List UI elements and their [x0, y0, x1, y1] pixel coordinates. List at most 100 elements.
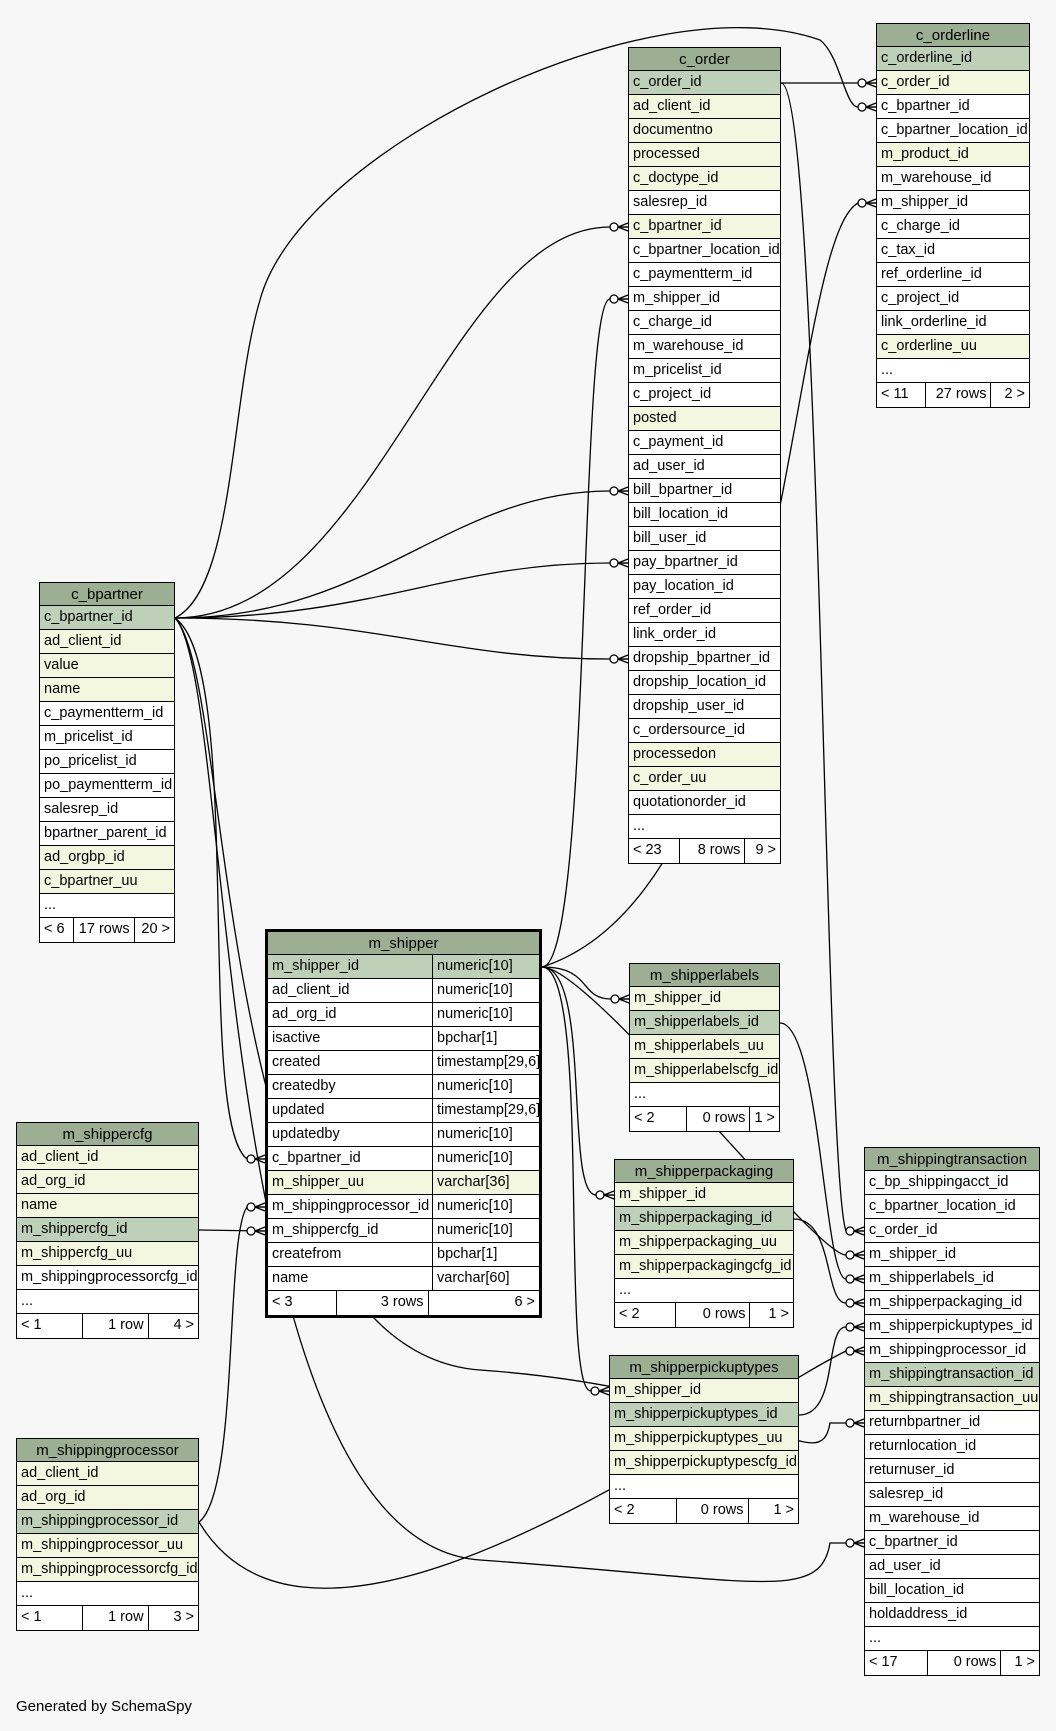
column-row[interactable]: c_orderline_uu	[877, 335, 1029, 359]
column-row[interactable]: returnlocation_id	[865, 1435, 1039, 1459]
column-row[interactable]: c_order_uu	[629, 767, 780, 791]
column-row[interactable]: c_project_id	[629, 383, 780, 407]
column-row[interactable]: m_shipperlabels_id	[865, 1267, 1039, 1291]
column-row[interactable]: m_shipperpackaging_id	[615, 1207, 793, 1231]
column-row[interactable]: c_order_id	[865, 1219, 1039, 1243]
column-row[interactable]: ad_client_id	[17, 1146, 198, 1170]
column-row[interactable]: ...	[630, 1083, 779, 1107]
column-row[interactable]: c_bpartner_id	[629, 215, 780, 239]
footer-children-link[interactable]: 2 >	[1004, 386, 1025, 402]
column-row[interactable]: m_shipperpackagingcfg_id	[615, 1255, 793, 1279]
column-row[interactable]: ...	[629, 815, 780, 839]
column-row[interactable]: m_shipperpackaging_id	[865, 1291, 1039, 1315]
table-title[interactable]: m_shippingprocessor	[17, 1439, 198, 1462]
column-row[interactable]: m_shippercfg_uu	[17, 1242, 198, 1266]
column-row[interactable]: m_warehouse_id	[877, 167, 1029, 191]
footer-children-link[interactable]: 20 >	[141, 921, 170, 937]
column-row[interactable]: ad_org_id	[17, 1170, 198, 1194]
column-row[interactable]: m_shipperpickuptypes_uu	[610, 1427, 798, 1451]
column-row[interactable]: link_orderline_id	[877, 311, 1029, 335]
column-row[interactable]: c_charge_id	[877, 215, 1029, 239]
footer-parents-link[interactable]: < 1	[17, 1606, 84, 1630]
column-row[interactable]: m_shippingprocessorcfg_id	[17, 1266, 198, 1290]
column-row[interactable]: salesrep_id	[40, 798, 174, 822]
column-row[interactable]: ref_orderline_id	[877, 263, 1029, 287]
column-row[interactable]: name	[40, 678, 174, 702]
column-row[interactable]: m_shipperlabelscfg_id	[630, 1059, 779, 1083]
column-row[interactable]: m_pricelist_id	[629, 359, 780, 383]
column-row[interactable]: pay_location_id	[629, 575, 780, 599]
column-row[interactable]: m_shipper_id	[865, 1243, 1039, 1267]
column-row[interactable]: c_project_id	[877, 287, 1029, 311]
column-row[interactable]: m_shipper_id	[630, 987, 779, 1011]
column-row[interactable]: ...	[17, 1582, 198, 1606]
column-row[interactable]: quotationorder_id	[629, 791, 780, 815]
column-row[interactable]: c_order_id	[629, 71, 780, 95]
footer-parents-link[interactable]: < 23	[629, 839, 681, 863]
column-row[interactable]: link_order_id	[629, 623, 780, 647]
column-row[interactable]: ...	[865, 1627, 1039, 1651]
column-row[interactable]: c_bpartner_id	[865, 1531, 1039, 1555]
column-row[interactable]: c_bpartner_id	[877, 95, 1029, 119]
footer-parents-link[interactable]: < 17	[865, 1651, 929, 1675]
footer-children-link[interactable]: 9 >	[755, 842, 777, 858]
table-title[interactable]: m_shippercfg	[17, 1123, 198, 1146]
column-row[interactable]: ...	[17, 1290, 198, 1314]
footer-children-link[interactable]: 1 >	[773, 1502, 794, 1518]
column-row[interactable]: dropship_bpartner_id	[629, 647, 780, 671]
footer-parents-link[interactable]: < 3	[268, 1291, 337, 1315]
column-row[interactable]: holdaddress_id	[865, 1603, 1039, 1627]
column-row[interactable]: c_charge_id	[629, 311, 780, 335]
column-row[interactable]: po_paymentterm_id	[40, 774, 174, 798]
column-row[interactable]: c_orderline_id	[877, 47, 1029, 71]
column-row[interactable]: c_tax_id	[877, 239, 1029, 263]
column-row[interactable]: dropship_location_id	[629, 671, 780, 695]
column-row[interactable]: m_shipperpickuptypescfg_id	[610, 1451, 798, 1475]
column-row[interactable]: bill_location_id	[629, 503, 780, 527]
column-row[interactable]: ad_orgbp_id	[40, 846, 174, 870]
table-title[interactable]: m_shipperlabels	[630, 964, 779, 987]
column-row[interactable]: processed	[629, 143, 780, 167]
column-row[interactable]: ...	[877, 359, 1029, 383]
table-title[interactable]: c_bpartner	[40, 583, 174, 606]
column-row[interactable]: po_pricelist_id	[40, 750, 174, 774]
column-row[interactable]: ad_org_id	[17, 1486, 198, 1510]
column-row[interactable]: ...	[40, 894, 174, 918]
footer-children-link[interactable]: 1 >	[768, 1306, 789, 1322]
table-title[interactable]: c_orderline	[877, 24, 1029, 47]
column-row[interactable]: m_shippingprocessorcfg_id	[17, 1558, 198, 1582]
column-row[interactable]: returnbpartner_id	[865, 1411, 1039, 1435]
column-row[interactable]: m_shipperpickuptypes_id	[865, 1315, 1039, 1339]
column-row[interactable]: c_bpartner_uu	[40, 870, 174, 894]
column-row[interactable]: m_shipper_id	[615, 1183, 793, 1207]
column-row[interactable]: ...	[610, 1475, 798, 1499]
footer-children-link[interactable]: 1 >	[754, 1110, 775, 1126]
column-row[interactable]: m_pricelist_id	[40, 726, 174, 750]
column-row[interactable]: m_warehouse_id	[629, 335, 780, 359]
column-row[interactable]: c_bp_shippingacct_id	[865, 1171, 1039, 1195]
column-row[interactable]: posted	[629, 407, 780, 431]
column-row[interactable]: c_order_id	[877, 71, 1029, 95]
footer-parents-link[interactable]: < 2	[610, 1499, 678, 1523]
column-row[interactable]: m_shippingtransaction_id	[865, 1363, 1039, 1387]
column-row[interactable]: c_bpartner_location_id	[865, 1195, 1039, 1219]
column-row[interactable]: m_shipper_id	[629, 287, 780, 311]
column-row[interactable]: ref_order_id	[629, 599, 780, 623]
column-row[interactable]: ...	[615, 1279, 793, 1303]
column-row[interactable]: salesrep_id	[629, 191, 780, 215]
